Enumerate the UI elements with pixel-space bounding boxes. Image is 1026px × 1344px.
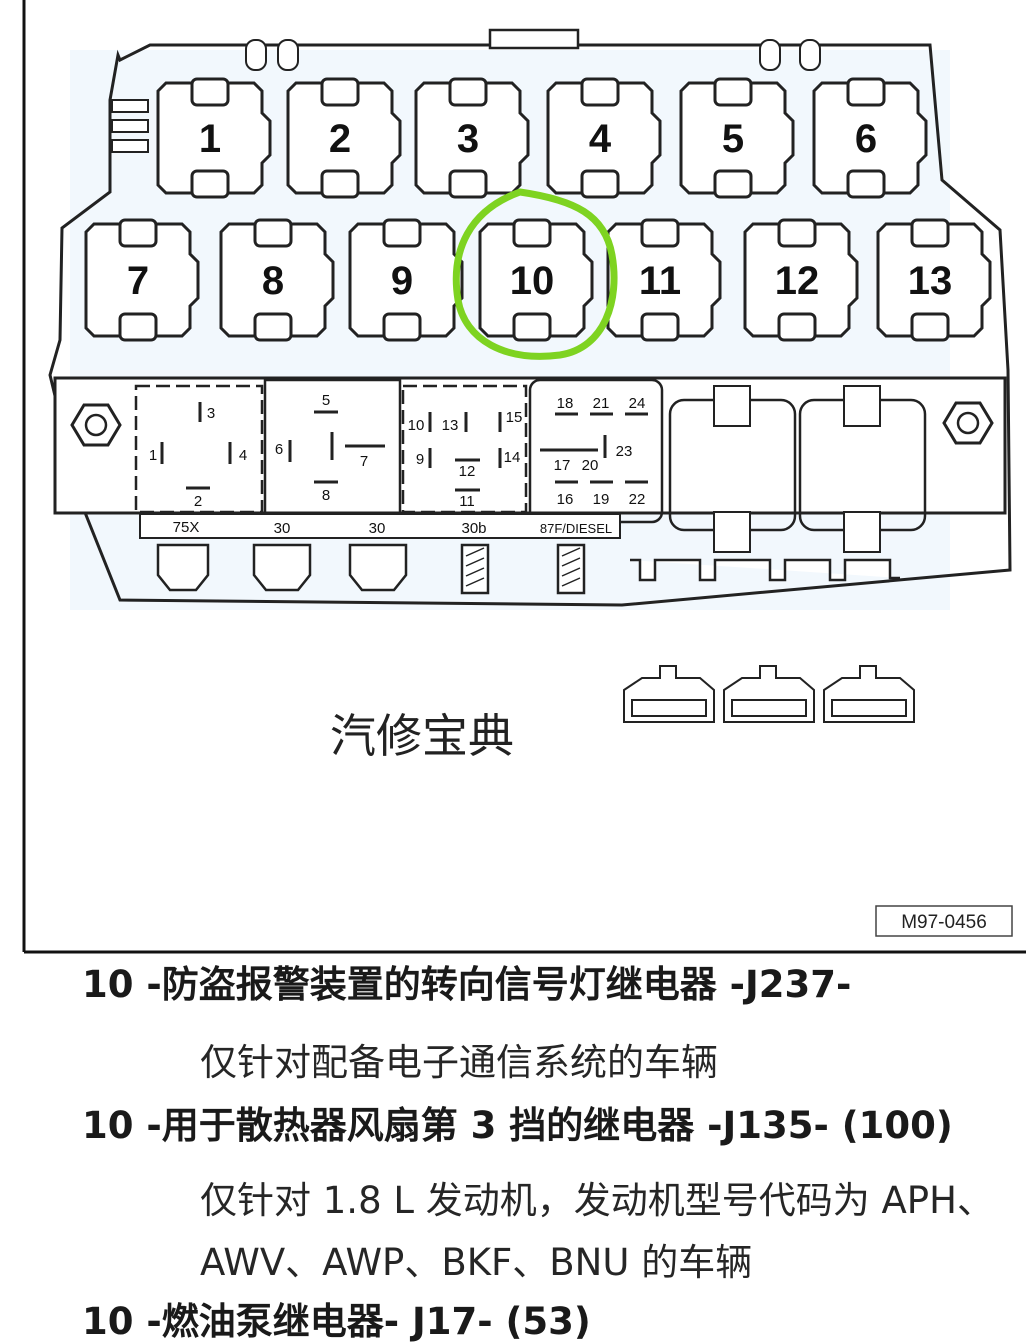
relay-position-7: 7	[127, 259, 149, 303]
relay-position-3: 3	[457, 117, 479, 161]
relay-position-11: 11	[639, 259, 681, 303]
pin-label: 10	[408, 417, 425, 434]
pin-label: 17	[554, 457, 571, 474]
relay-socket	[219, 218, 335, 342]
figure-code: M97-0456	[901, 912, 987, 933]
pin-label: 7	[360, 453, 368, 470]
pin-label: 14	[504, 449, 521, 466]
pin-label: 2	[194, 493, 202, 510]
pin-label: 6	[275, 441, 283, 458]
pin-label: 5	[322, 392, 330, 409]
relay-socket	[679, 77, 795, 199]
pin-label: 24	[629, 395, 646, 412]
relay-position-13: 13	[908, 259, 953, 303]
relay-position-12: 12	[775, 259, 820, 303]
relay-position-2: 2	[329, 117, 351, 161]
pin-label: 19	[593, 491, 610, 508]
pin-label: 8	[322, 487, 330, 504]
pin-label: 16	[557, 491, 574, 508]
pin-label: 23	[616, 443, 633, 460]
entry-note: AWV、AWP、BKF、BNU 的车辆	[200, 1241, 753, 1285]
terminal-label: 30b	[461, 520, 486, 537]
highlight-circle	[452, 188, 618, 360]
relay-socket	[546, 77, 662, 199]
watermark-caption: 汽修宝典	[330, 709, 514, 763]
fuse-entry: 10 -防盗报警装置的转向信号灯继电器 -J237- 仅针对配备电子通信系统的车…	[82, 963, 851, 1094]
relay-socket	[348, 218, 464, 342]
fuse-entry: 10 -燃油泵继电器- J17- (53)	[82, 1300, 591, 1344]
pin-label: 20	[582, 457, 599, 474]
relay-socket	[156, 77, 272, 199]
relay-position-5: 5	[722, 117, 744, 161]
pin-label: 11	[459, 493, 475, 510]
terminal-label: 75X	[173, 519, 200, 536]
relay-socket	[876, 218, 992, 342]
terminal-label: 87F/DIESEL	[540, 521, 612, 536]
relay-row-lower	[84, 218, 992, 342]
pin-label: 9	[416, 451, 424, 468]
relay-position-4: 4	[589, 117, 612, 161]
fuse-entry: 10 -用于散热器风扇第 3 挡的继电器 -J135- (100) 仅针对 1.…	[82, 1104, 994, 1294]
relay-position-10: 10	[510, 259, 555, 303]
relay-panel-diagram: 1 2 3 4 5 6 7 8 9 10 11 12 13	[22, 0, 1026, 954]
pin-label: 1	[149, 447, 157, 464]
entry-title: 10 -防盗报警装置的转向信号灯继电器 -J237-	[82, 963, 852, 1006]
terminal-label: 30	[369, 520, 386, 537]
pin-label: 13	[442, 417, 459, 434]
entry-note: 仅针对配备电子通信系统的车辆	[200, 1041, 718, 1085]
relay-position-6: 6	[855, 117, 877, 161]
pin-label: 15	[506, 409, 523, 426]
relay-socket	[743, 218, 859, 342]
relay-position-8: 8	[262, 259, 284, 303]
relay-socket	[286, 77, 402, 199]
relay-socket	[414, 77, 530, 199]
relay-socket	[478, 218, 594, 342]
relay-socket	[812, 77, 928, 199]
terminal-label: 30	[274, 520, 291, 537]
relay-row-upper	[156, 77, 928, 199]
entry-title: 10 -用于散热器风扇第 3 挡的继电器 -J135- (100)	[82, 1104, 953, 1147]
pin-label: 12	[459, 463, 476, 480]
pin-label: 22	[629, 491, 646, 508]
relay-socket	[84, 218, 200, 342]
pin-label: 4	[239, 447, 247, 464]
pin-label: 18	[557, 395, 574, 412]
relay-position-1: 1	[199, 117, 221, 161]
relay-socket	[606, 218, 722, 342]
entry-note: 仅针对 1.8 L 发动机，发动机型号代码为 APH、	[200, 1179, 994, 1223]
pin-label: 21	[593, 395, 610, 412]
pin-label: 3	[207, 405, 215, 422]
relay-position-9: 9	[391, 259, 413, 303]
entry-title: 10 -燃油泵继电器- J17- (53)	[82, 1300, 591, 1343]
